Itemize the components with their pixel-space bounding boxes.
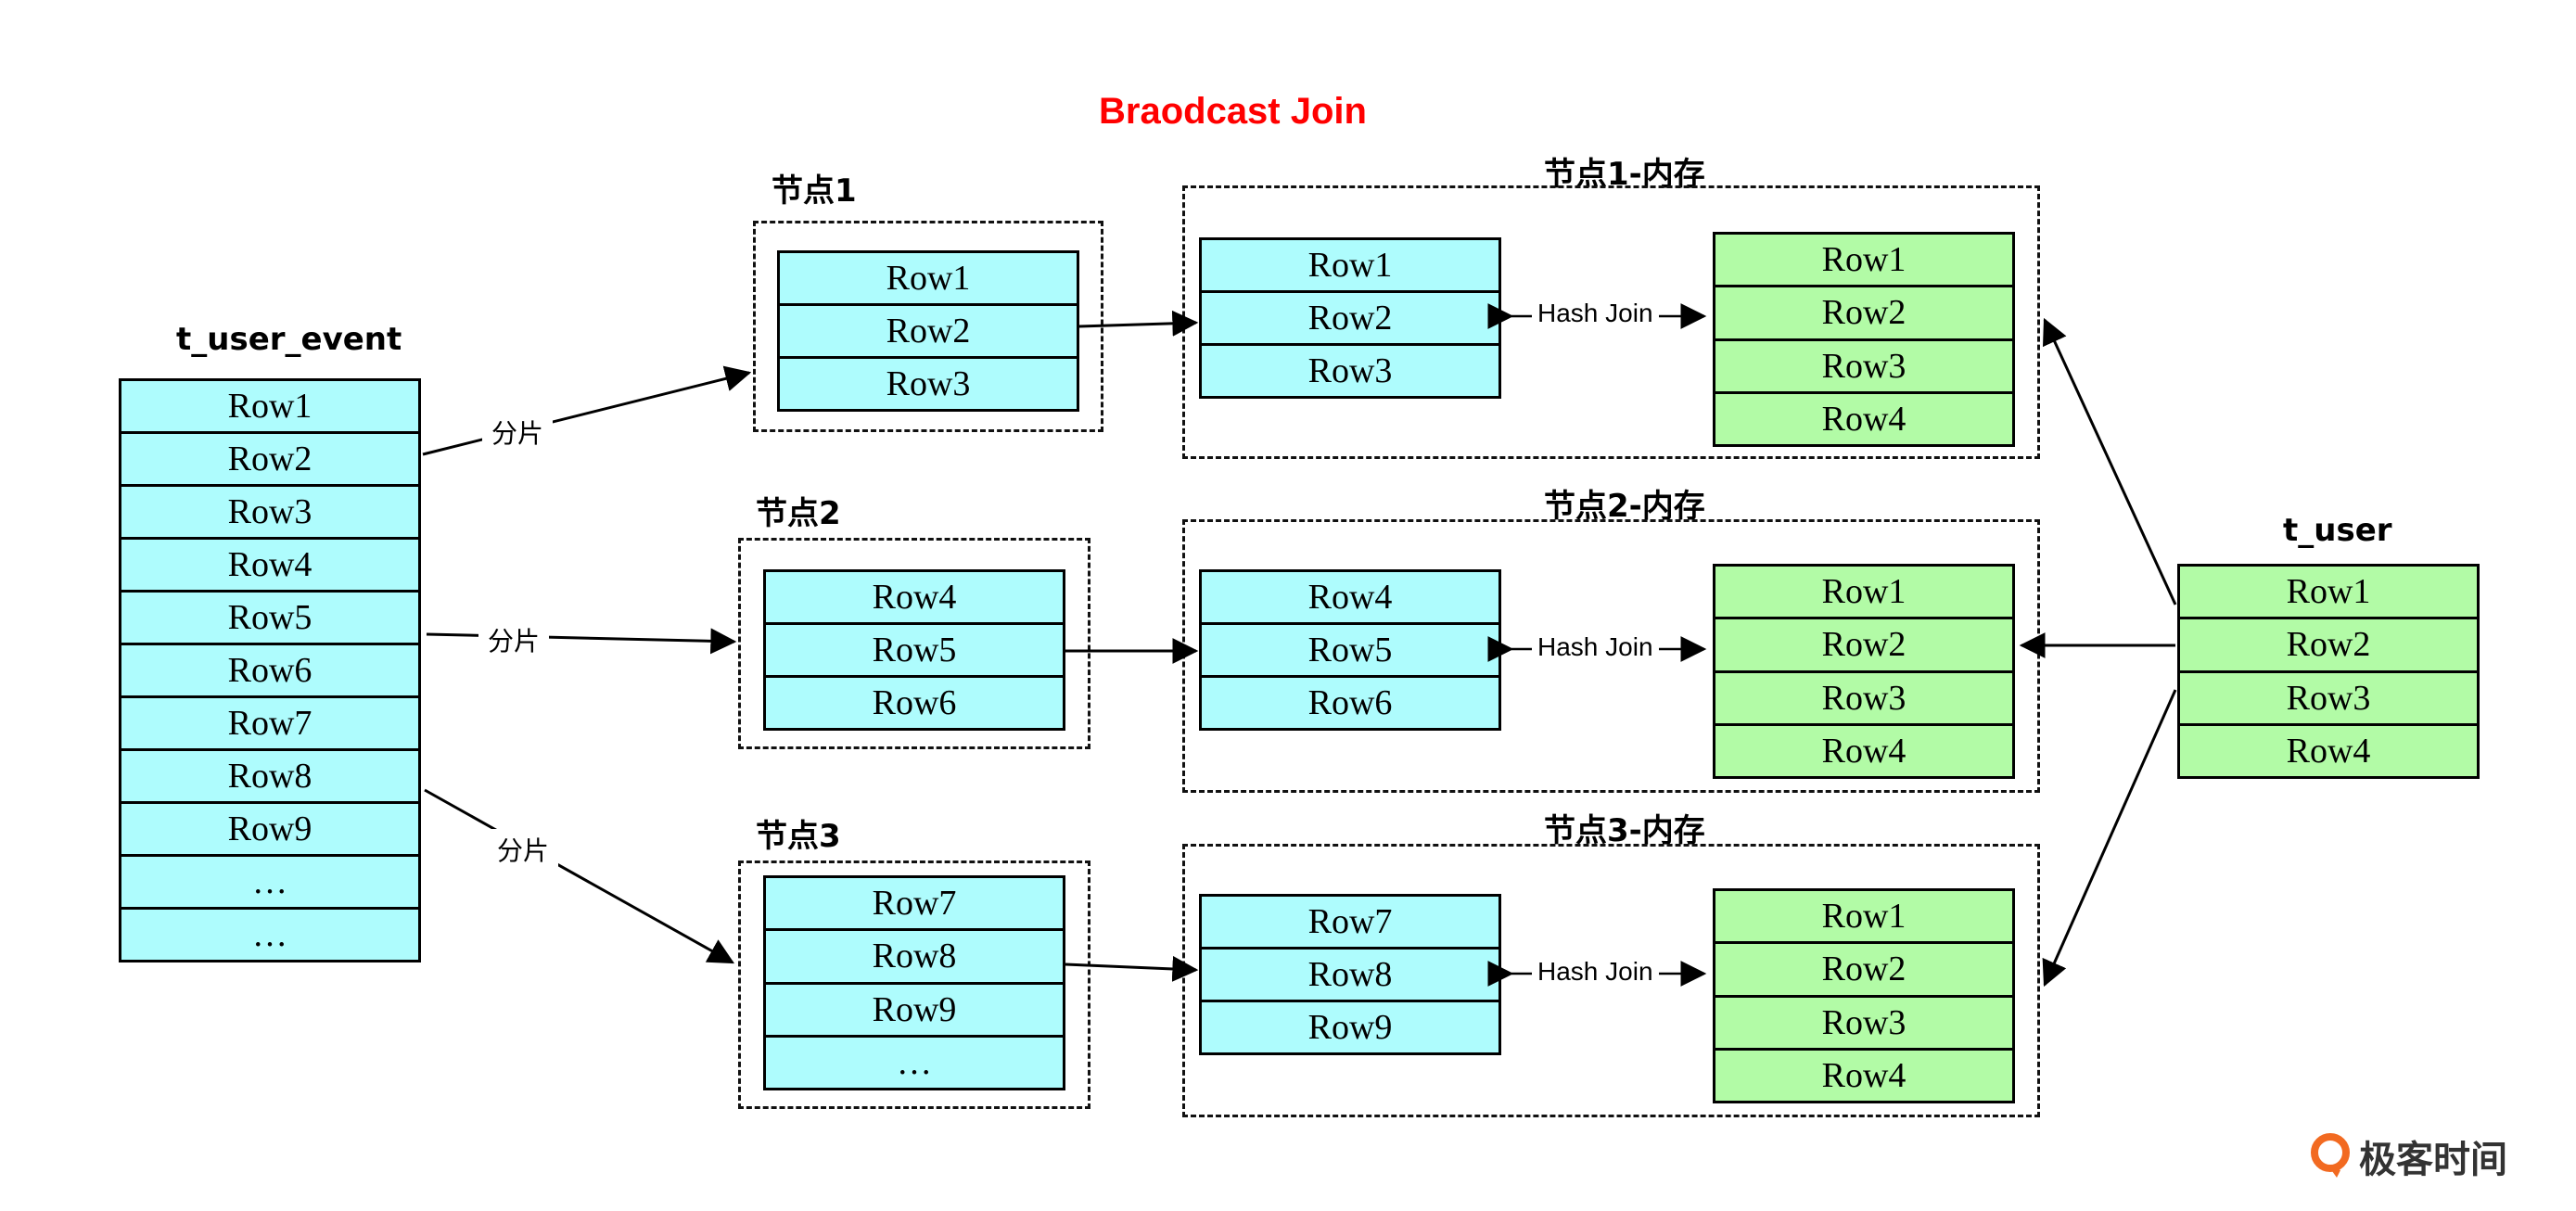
logo-icon (2311, 1133, 2350, 1178)
broadcast-row: Row4 (2180, 722, 2477, 776)
source-table: Row1 Row2 Row3 Row4 Row5 Row6 Row7 Row8 … (119, 378, 421, 962)
memory-row: Row3 (1715, 669, 2012, 723)
hash-join-label-3: Hash Join (1532, 957, 1659, 987)
broadcast-row: Row1 (2286, 572, 2371, 612)
node-to-memory-arrow-1 (1078, 310, 1199, 337)
memory-row: Row1 (1821, 572, 1906, 612)
shard-arrow-2 (426, 628, 737, 655)
source-row: Row9 (121, 801, 418, 854)
node-row: Row7 (872, 884, 957, 924)
shard-label-2: 分片 (478, 619, 550, 660)
node-to-memory-arrow-3 (1065, 955, 1199, 982)
node-row: Row8 (766, 928, 1063, 981)
node-1-table: Row1 Row2 Row3 (777, 250, 1079, 412)
source-row: Row8 (121, 748, 418, 801)
memory-1-right-table: Row1 Row2 Row3 Row4 (1713, 232, 2015, 447)
memory-row: Row4 (1715, 390, 2012, 444)
source-row: … (121, 854, 418, 907)
broadcast-arrow-1 (2042, 317, 2177, 606)
shard-arrow-3 (424, 788, 735, 964)
memory-row: Row8 (1202, 947, 1498, 1000)
node-3-box (738, 860, 1090, 1109)
node-2-table: Row4 Row5 Row6 (763, 569, 1065, 731)
source-row: Row3 (121, 484, 418, 537)
source-row: Row5 (121, 590, 418, 643)
memory-row: Row6 (1202, 675, 1498, 728)
source-table-name: t_user_event (176, 321, 402, 358)
memory-row: Row1 (1821, 240, 1906, 280)
node-2-box (738, 538, 1090, 749)
shard-label-3: 分片 (488, 829, 559, 870)
memory-row: Row9 (1202, 1000, 1498, 1052)
node-row: Row4 (872, 578, 957, 617)
source-row: Row4 (121, 537, 418, 590)
memory-row: Row2 (1715, 941, 2012, 994)
node-row: Row2 (780, 303, 1077, 356)
diagram-title: Braodcast Join (1099, 91, 1367, 132)
node-row: … (766, 1034, 1063, 1088)
source-row: … (121, 907, 418, 960)
memory-3-label: 节点3-内存 (1544, 812, 1705, 849)
hash-join-label-2: Hash Join (1532, 632, 1659, 662)
memory-2-right-table: Row1 Row2 Row3 Row4 (1713, 564, 2015, 779)
memory-row: Row3 (1202, 343, 1498, 396)
memory-row: Row4 (1307, 578, 1393, 617)
shard-arrow-1 (422, 365, 752, 456)
memory-3-left-table: Row7 Row8 Row9 (1199, 894, 1501, 1055)
source-row: Row6 (121, 643, 418, 695)
source-row: Row7 (121, 695, 418, 748)
broadcast-row: Row2 (2180, 617, 2477, 669)
memory-2-label: 节点2-内存 (1544, 488, 1705, 525)
broadcast-row: Row3 (2180, 669, 2477, 723)
hash-join-label-1: Hash Join (1532, 299, 1659, 328)
brand-logo: 极客时间 (2309, 1129, 2507, 1183)
memory-row: Row3 (1715, 994, 2012, 1048)
source-row: Row1 (227, 387, 312, 426)
node-row: Row3 (780, 356, 1077, 409)
node-2-label: 节点2 (756, 495, 841, 532)
memory-row: Row2 (1715, 285, 2012, 338)
memory-row: Row2 (1202, 290, 1498, 343)
memory-row: Row4 (1715, 1047, 2012, 1101)
memory-row: Row1 (1307, 246, 1393, 285)
node-1-label: 节点1 (772, 172, 857, 210)
node-row: Row5 (766, 622, 1063, 675)
logo-text: 极客时间 (2359, 1139, 2507, 1181)
memory-row: Row5 (1202, 622, 1498, 675)
memory-row: Row7 (1307, 902, 1393, 941)
broadcast-arrow-3 (2042, 689, 2177, 988)
node-row: Row1 (886, 259, 971, 298)
memory-row: Row1 (1821, 897, 1906, 937)
node-row: Row9 (766, 981, 1063, 1035)
broadcast-table: Row1 Row2 Row3 Row4 (2177, 564, 2480, 779)
source-row: Row2 (121, 431, 418, 484)
node-row: Row6 (766, 675, 1063, 728)
node-3-label: 节点3 (756, 818, 841, 855)
shard-label-1: 分片 (482, 412, 554, 453)
broadcast-table-name: t_user (2283, 512, 2392, 549)
memory-3-right-table: Row1 Row2 Row3 Row4 (1713, 888, 2015, 1103)
memory-row: Row4 (1715, 722, 2012, 776)
memory-row: Row2 (1715, 617, 2012, 669)
node-3-table: Row7 Row8 Row9 … (763, 875, 1065, 1090)
memory-row: Row3 (1715, 338, 2012, 391)
memory-1-left-table: Row1 Row2 Row3 (1199, 237, 1501, 399)
